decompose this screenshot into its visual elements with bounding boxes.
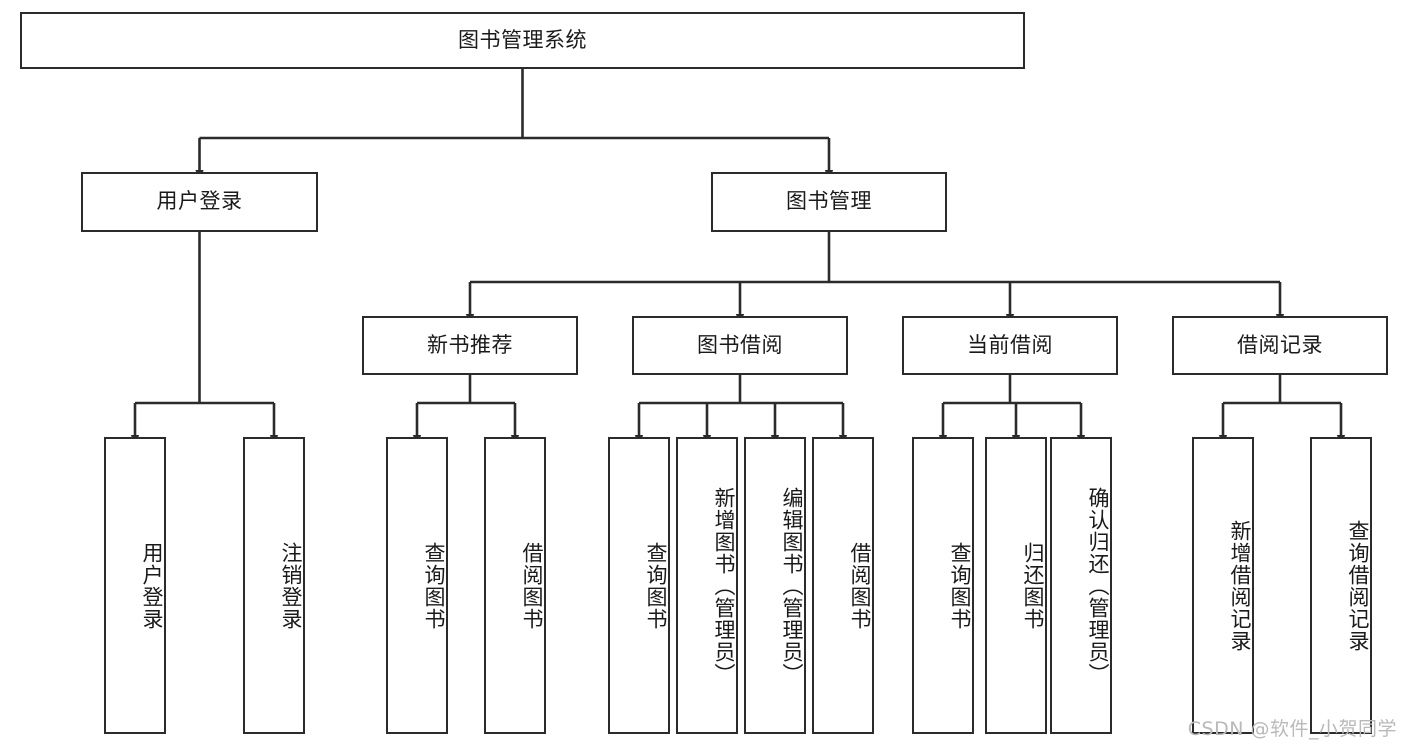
node-book-borrow[interactable]: 图书借阅 — [632, 316, 848, 375]
watermark-text: CSDN @软件_小贺同学 — [1187, 718, 1397, 740]
node-book-manage[interactable]: 图书管理 — [711, 172, 947, 232]
node-label: 编辑图书（管理员） — [780, 486, 804, 685]
node-label: 借阅图书 — [520, 541, 544, 630]
node-label: 借阅记录 — [1237, 332, 1323, 357]
node-leaf-confirm-return[interactable]: 确认归还（管理员） — [1050, 437, 1112, 734]
node-label: 新增借阅记录 — [1228, 519, 1252, 652]
node-leaf-query-record[interactable]: 查询借阅记录 — [1310, 437, 1372, 734]
node-user-login[interactable]: 用户登录 — [81, 172, 318, 232]
node-leaf-query-book-3[interactable]: 查询图书 — [912, 437, 974, 734]
node-leaf-user-logout[interactable]: 注销登录 — [243, 437, 305, 734]
node-leaf-query-book-2[interactable]: 查询图书 — [608, 437, 670, 734]
node-root[interactable]: 图书管理系统 — [20, 12, 1025, 69]
node-leaf-query-book-1[interactable]: 查询图书 — [386, 437, 448, 734]
node-label: 查询图书 — [948, 541, 972, 630]
node-label: 归还图书 — [1021, 541, 1045, 630]
node-borrow-record[interactable]: 借阅记录 — [1172, 316, 1388, 375]
node-label: 用户登录 — [140, 541, 164, 630]
node-label: 用户登录 — [156, 189, 243, 214]
node-current-borrow[interactable]: 当前借阅 — [902, 316, 1118, 375]
node-label: 注销登录 — [279, 541, 303, 630]
connector-lines — [130, 69, 1346, 445]
node-leaf-add-record[interactable]: 新增借阅记录 — [1192, 437, 1254, 734]
node-label: 当前借阅 — [967, 332, 1053, 357]
node-label: 图书管理 — [786, 189, 872, 214]
node-label: 新增图书（管理员） — [712, 486, 736, 685]
node-label: 查询借阅记录 — [1346, 519, 1370, 652]
node-new-book-rec[interactable]: 新书推荐 — [362, 316, 578, 375]
node-leaf-borrow-book-2[interactable]: 借阅图书 — [812, 437, 874, 734]
node-label: 图书借阅 — [697, 332, 783, 357]
node-label: 借阅图书 — [848, 541, 872, 630]
node-label: 新书推荐 — [427, 332, 513, 357]
node-label: 查询图书 — [422, 541, 446, 630]
node-label: 图书管理系统 — [458, 27, 587, 52]
node-leaf-user-login[interactable]: 用户登录 — [104, 437, 166, 734]
node-leaf-borrow-book-1[interactable]: 借阅图书 — [484, 437, 546, 734]
node-label: 查询图书 — [644, 541, 668, 630]
node-leaf-edit-book[interactable]: 编辑图书（管理员） — [744, 437, 806, 734]
node-leaf-add-book[interactable]: 新增图书（管理员） — [676, 437, 738, 734]
node-leaf-return-book[interactable]: 归还图书 — [985, 437, 1047, 734]
node-label: 确认归还（管理员） — [1086, 486, 1110, 685]
